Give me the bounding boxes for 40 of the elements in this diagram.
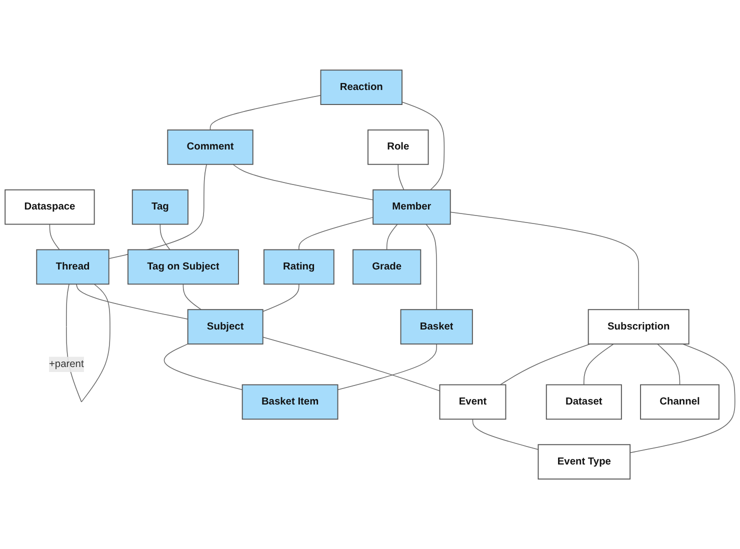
node-box: Tag [132,189,188,225]
node-box: Comment [167,129,254,165]
node-box: Event Type [538,444,631,480]
node-box: Dataspace [4,189,95,225]
connector [337,344,437,390]
connector [402,102,445,190]
connector [450,212,639,310]
connector [472,418,539,450]
connector [262,336,440,392]
node-box: Tag on Subject [127,249,239,285]
node-box: Role [368,129,429,165]
node-box: Grade [352,249,422,285]
node-box: Rating [263,249,334,285]
connector [398,164,404,190]
node-box: Subscription [588,309,690,344]
connector [262,284,300,312]
connector [584,344,614,386]
connector [76,284,188,320]
node-box: Basket Item [242,384,338,420]
connector [160,224,170,250]
connector [630,344,736,454]
connector [182,284,202,310]
node-box: Basket [400,309,473,344]
node-box: Subject [187,309,264,344]
edge-label: +parent [48,358,84,370]
connector [164,343,243,390]
connector [49,224,60,250]
node-box: Thread [36,249,110,285]
node-box: Dataset [546,384,622,420]
connector [500,344,591,386]
connector [426,224,437,310]
connector [210,94,322,130]
node-box: Reaction [320,70,402,105]
node-box: Event [439,384,506,420]
connector [657,344,680,386]
node-box: Channel [640,384,720,420]
node-box: Member [372,189,451,225]
connector [386,224,398,250]
connector [298,216,374,250]
connector [232,164,374,200]
